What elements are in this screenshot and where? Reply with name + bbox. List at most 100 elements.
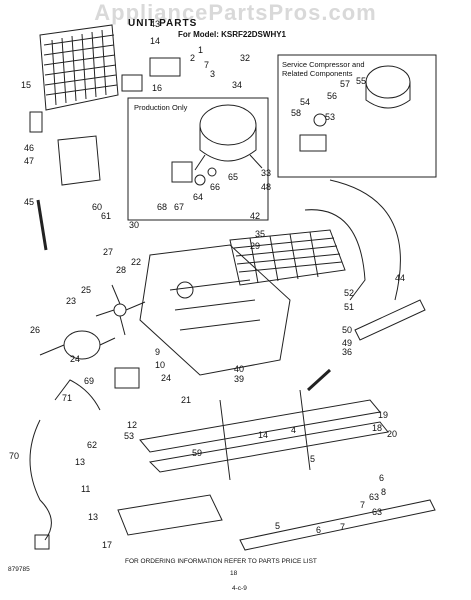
condenser-tube: [304, 209, 366, 301]
part-callout-28: 28: [116, 265, 126, 275]
part-callout-11: 11: [81, 484, 90, 494]
part-callout-1: 1: [198, 45, 203, 55]
part-callout-13: 13: [88, 512, 98, 522]
part-callout-8: 8: [381, 487, 386, 497]
harness-lead: [54, 379, 101, 411]
ordering-info: FOR ORDERING INFORMATION REFER TO PARTS …: [125, 558, 317, 565]
part-callout-46: 46: [24, 143, 34, 153]
fan-blade: [95, 284, 146, 336]
service-compressor-label-1: Service Compressor and: [282, 60, 365, 69]
insulator-pad: [29, 111, 43, 133]
part-callout-34: 34: [232, 80, 242, 90]
part-callout-64: 64: [193, 192, 203, 202]
lower-frame: [139, 389, 436, 551]
part-callout-66: 66: [210, 182, 220, 192]
part-callout-2: 2: [190, 53, 195, 63]
part-callout-59: 59: [192, 448, 202, 458]
model-subtitle: For Model: KSRF22DSWHY1: [178, 30, 287, 39]
service-compressor-label-2: Related Components: [282, 69, 353, 78]
part-callout-24: 24: [70, 354, 80, 364]
part-callout-3: 3: [210, 69, 215, 79]
start-device: [313, 113, 327, 127]
production-compressor: [194, 104, 263, 171]
rail: [354, 299, 426, 341]
capacitor: [299, 134, 327, 152]
production-only-label: Production Only: [134, 103, 188, 112]
part-callout-62: 62: [87, 440, 97, 450]
part-callout-58: 58: [291, 108, 301, 118]
part-callout-17: 17: [102, 540, 112, 550]
bracket: [121, 74, 143, 92]
part-callout-60: 60: [92, 202, 102, 212]
part-callout-6: 6: [379, 473, 384, 483]
part-callout-47: 47: [24, 156, 34, 166]
part-callout-21: 21: [181, 395, 191, 405]
part-callout-63: 63: [369, 492, 379, 502]
part-callout-32: 32: [240, 53, 250, 63]
part-callout-6: 6: [316, 525, 321, 535]
clip: [207, 167, 217, 177]
part-callout-65: 65: [228, 172, 238, 182]
part-callout-29: 29: [250, 241, 260, 251]
part-callout-49: 49: [342, 338, 352, 348]
part-callout-22: 22: [131, 257, 141, 267]
figure-code: 879785: [8, 566, 30, 573]
service-compressor: [365, 65, 411, 109]
part-callout-23: 23: [66, 296, 76, 306]
suction-line: [329, 179, 401, 301]
part-callout-61: 61: [101, 211, 111, 221]
rod: [306, 368, 332, 392]
part-callout-10: 10: [155, 360, 165, 370]
revision-date: 4-c-9: [232, 585, 247, 592]
page-title: UNIT PARTS: [128, 18, 198, 29]
part-callout-71: 71: [62, 393, 72, 403]
part-callout-35: 35: [255, 229, 265, 239]
part-callout-52: 52: [344, 288, 354, 298]
part-callout-40: 40: [234, 364, 244, 374]
part-callout-51: 51: [344, 302, 354, 312]
grommet: [194, 174, 206, 186]
part-callout-25: 25: [81, 285, 91, 295]
part-callout-54: 54: [300, 97, 310, 107]
part-callout-68: 68: [157, 202, 167, 212]
part-callout-70: 70: [9, 451, 19, 461]
part-callout-69: 69: [84, 376, 94, 386]
evaporator-coil: [229, 229, 346, 286]
condenser-fan-motor: [39, 330, 116, 360]
part-callout-15: 15: [21, 80, 31, 90]
part-callout-4: 4: [291, 425, 296, 435]
watermark: AppliancePartsPros.com: [94, 0, 377, 25]
part-callout-27: 27: [103, 247, 113, 257]
part-callout-7: 7: [340, 522, 345, 532]
part-callout-20: 20: [387, 429, 397, 439]
part-callout-36: 36: [342, 347, 352, 357]
part-callout-44: 44: [395, 273, 405, 283]
part-callout-18: 18: [372, 423, 382, 433]
page-number: 18: [230, 570, 238, 577]
part-callout-53: 53: [124, 431, 134, 441]
plug-connector: [34, 534, 50, 550]
part-callout-43: 43: [150, 19, 160, 29]
condenser-coil: [39, 24, 119, 111]
part-callout-50: 50: [342, 325, 352, 335]
machine-base: [139, 244, 291, 376]
drain-frame: [57, 135, 101, 186]
production-only-box: [127, 97, 269, 221]
shroud: [114, 367, 140, 389]
part-callout-45: 45: [24, 197, 34, 207]
part-callout-48: 48: [261, 182, 271, 192]
part-callout-19: 19: [378, 410, 388, 420]
part-callout-14: 14: [150, 36, 160, 46]
drain-pan: [117, 494, 223, 536]
part-callout-12: 12: [127, 420, 137, 430]
part-callout-5: 5: [310, 454, 315, 464]
overload-relay: [171, 161, 193, 183]
part-callout-16: 16: [152, 83, 162, 93]
part-callout-55: 55: [356, 76, 366, 86]
part-callout-67: 67: [174, 202, 184, 212]
wire-harness: [29, 419, 52, 541]
part-callout-5: 5: [275, 521, 280, 531]
part-callout-13: 13: [75, 457, 85, 467]
relay-bracket: [149, 57, 181, 77]
